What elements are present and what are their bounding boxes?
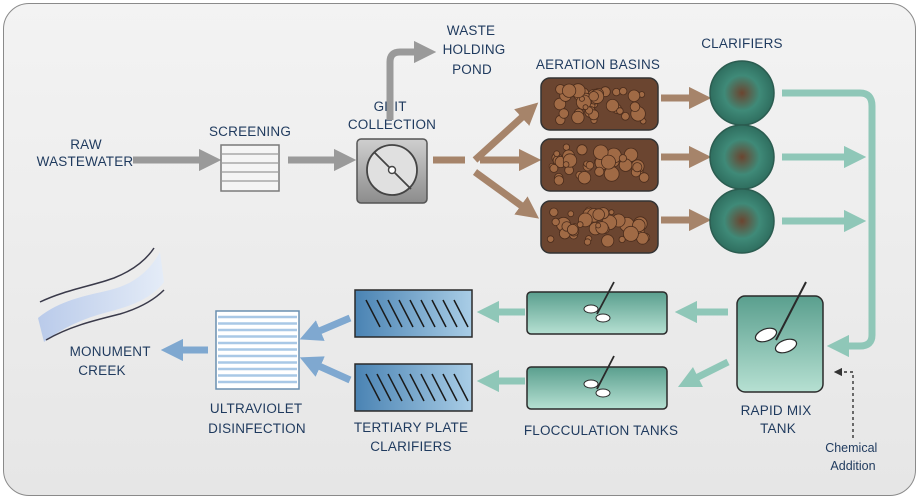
- aeration-bubble: [558, 108, 570, 119]
- aeration-basins-label: AERATION BASINS: [536, 57, 660, 72]
- aeration-bubble: [601, 234, 615, 248]
- rapid-mix-tank: [736, 281, 824, 393]
- aeration-bubble: [577, 171, 592, 185]
- teal-flow-arrows: [476, 89, 876, 393]
- chemical-addition-label: Chemical Addition: [825, 441, 881, 473]
- aeration-basins: [540, 77, 659, 254]
- monument-creek-label: MONUMENT CREEK: [70, 344, 155, 378]
- rapid-mix-tank-label: RAPID MIX TANK: [741, 403, 816, 436]
- aeration-bubble: [592, 208, 605, 221]
- secondary-clarifiers: [709, 60, 775, 254]
- aeration-bubble: [567, 223, 579, 236]
- aeration-bubble: [601, 154, 616, 170]
- inclined-plate: [365, 299, 381, 328]
- inclined-plate: [387, 299, 403, 328]
- inclined-plate: [409, 373, 425, 402]
- chemical-addition-arrow: [833, 367, 854, 438]
- flocculation-tanks-label: FLOCCULATION TANKS: [524, 423, 678, 438]
- inclined-plate: [420, 373, 436, 402]
- brown-flow-arrows: [433, 86, 712, 232]
- inclined-plate: [442, 373, 458, 402]
- inclined-plate: [442, 299, 458, 328]
- aeration-bubble: [595, 222, 602, 229]
- inclined-plate: [387, 373, 403, 402]
- flocculation-tanks: [526, 281, 668, 410]
- screening-unit: [220, 144, 280, 192]
- aeration-bubble: [618, 154, 628, 163]
- aeration-bubble: [618, 235, 626, 243]
- aeration-bubble: [588, 91, 599, 102]
- grit-collection-unit: [356, 138, 428, 204]
- aeration-bubble: [629, 101, 641, 113]
- aeration-bubble: [549, 207, 559, 217]
- aeration-bubble: [551, 217, 560, 226]
- aeration-bubble: [546, 235, 555, 243]
- aeration-bubble: [632, 162, 643, 173]
- aeration-bubble: [571, 110, 585, 125]
- aeration-bubble: [619, 87, 628, 96]
- clarifiers-label: CLARIFIERS: [701, 36, 783, 51]
- aeration-bubble: [576, 221, 584, 228]
- aeration-bubble: [576, 144, 588, 156]
- aeration-bubble: [553, 150, 560, 158]
- uv-disinfection-unit: [215, 310, 300, 390]
- blue-flow-arrows: [160, 314, 352, 384]
- aeration-bubble: [582, 104, 589, 111]
- aeration-bubble: [561, 83, 577, 98]
- inclined-plate: [365, 373, 381, 402]
- inclined-plate: [376, 373, 392, 402]
- aeration-bubble: [608, 209, 615, 216]
- aeration-bubble: [627, 89, 641, 103]
- inclined-plate: [431, 373, 447, 402]
- tertiary-plate-clarifiers: [354, 289, 473, 412]
- waste-holding-pond-label: WASTE HOLDING POND: [443, 23, 510, 77]
- inclined-plate: [420, 299, 436, 328]
- aeration-bubble: [567, 210, 575, 218]
- aeration-bubble: [562, 161, 570, 168]
- aeration-bubble: [583, 238, 592, 246]
- aeration-bubble: [623, 225, 639, 242]
- aeration-bubble: [562, 143, 571, 151]
- raw-wastewater-label: RAW WASTEWATER: [37, 137, 134, 169]
- tertiary-plate-clarifiers-label: TERTIARY PLATE CLARIFIERS: [354, 420, 472, 454]
- inclined-plate: [409, 299, 425, 328]
- aeration-bubble: [549, 163, 559, 173]
- inclined-plate: [431, 299, 447, 328]
- screening-label: SCREENING: [209, 124, 291, 139]
- ultraviolet-disinfection-label: ULTRAVIOLET DISINFECTION: [208, 401, 306, 436]
- aeration-bubble: [594, 166, 605, 177]
- monument-creek: [38, 247, 165, 342]
- inclined-plate: [398, 299, 414, 328]
- aeration-bubble: [616, 107, 624, 115]
- aeration-bubble: [553, 175, 565, 186]
- inclined-plate: [453, 299, 469, 328]
- inclined-plate: [453, 373, 469, 402]
- aeration-bubble: [638, 172, 650, 183]
- aeration-bubble: [621, 112, 630, 121]
- aeration-bubble: [585, 161, 595, 170]
- inclined-plate: [398, 373, 414, 402]
- aeration-bubble: [612, 88, 621, 97]
- inclined-plate: [376, 299, 392, 328]
- gray-flow-arrows: [133, 40, 437, 172]
- aeration-bubble: [605, 99, 620, 113]
